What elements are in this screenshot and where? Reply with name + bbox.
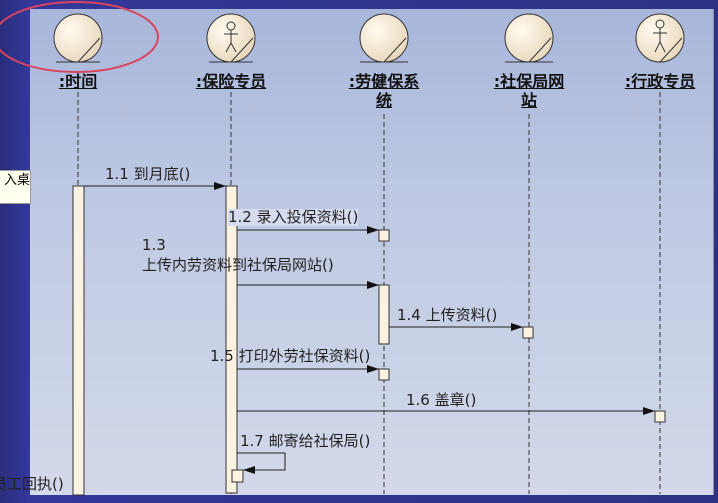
label-line: 站	[520, 91, 537, 110]
activation-box	[522, 326, 534, 339]
label-line: :劳健保系	[348, 72, 420, 91]
message-label-1-7[interactable]: 1.7 邮寄给社保局()	[240, 432, 371, 450]
control-icon	[504, 13, 554, 63]
lifeline-label-admin-clerk[interactable]: :行政专员	[624, 72, 696, 91]
actor-icon	[206, 13, 256, 63]
label-line: :社保局网	[493, 72, 565, 91]
message-arrow-1-7[interactable]	[237, 452, 286, 474]
message-label-1-6[interactable]: 1.6 盖章()	[406, 391, 477, 409]
control-icon	[359, 13, 409, 63]
control-icon	[53, 13, 103, 63]
message-label-1-5[interactable]: 1.5 打印外劳社保资料()	[210, 347, 371, 365]
activation-box	[378, 368, 390, 381]
highlight-ellipse	[0, 1, 159, 73]
activation-insurance-clerk	[225, 185, 238, 494]
lifeline-label-social-site[interactable]: :社保局网 站	[479, 72, 579, 110]
diagram-canvas	[30, 9, 714, 495]
message-label-1-2[interactable]: 1.2 录入投保资料()	[228, 208, 359, 226]
activation-box	[654, 410, 666, 423]
activation-box	[231, 469, 244, 483]
activation-time	[72, 185, 85, 496]
lifeline-label-time[interactable]: :时间	[58, 72, 98, 91]
activation-box	[378, 229, 390, 242]
actor-icon	[635, 13, 685, 63]
lifeline-label-labor-system[interactable]: :劳健保系 统	[334, 72, 434, 110]
label-line: 统	[375, 91, 392, 110]
message-label-receipt[interactable]: 员工回执()	[0, 475, 64, 493]
tooltip: 入桌	[0, 170, 31, 204]
message-label-1-3[interactable]: 上传内劳资料到社保局网站()	[142, 256, 334, 274]
activation-labor-system	[378, 284, 390, 345]
message-label-1-4[interactable]: 1.4 上传资料()	[397, 306, 498, 324]
lifeline-label-insurance-clerk[interactable]: :保险专员	[195, 72, 267, 91]
message-label-1-1[interactable]: 1.1 到月底()	[105, 165, 191, 183]
message-label-1-3-number[interactable]: 1.3	[142, 236, 166, 254]
